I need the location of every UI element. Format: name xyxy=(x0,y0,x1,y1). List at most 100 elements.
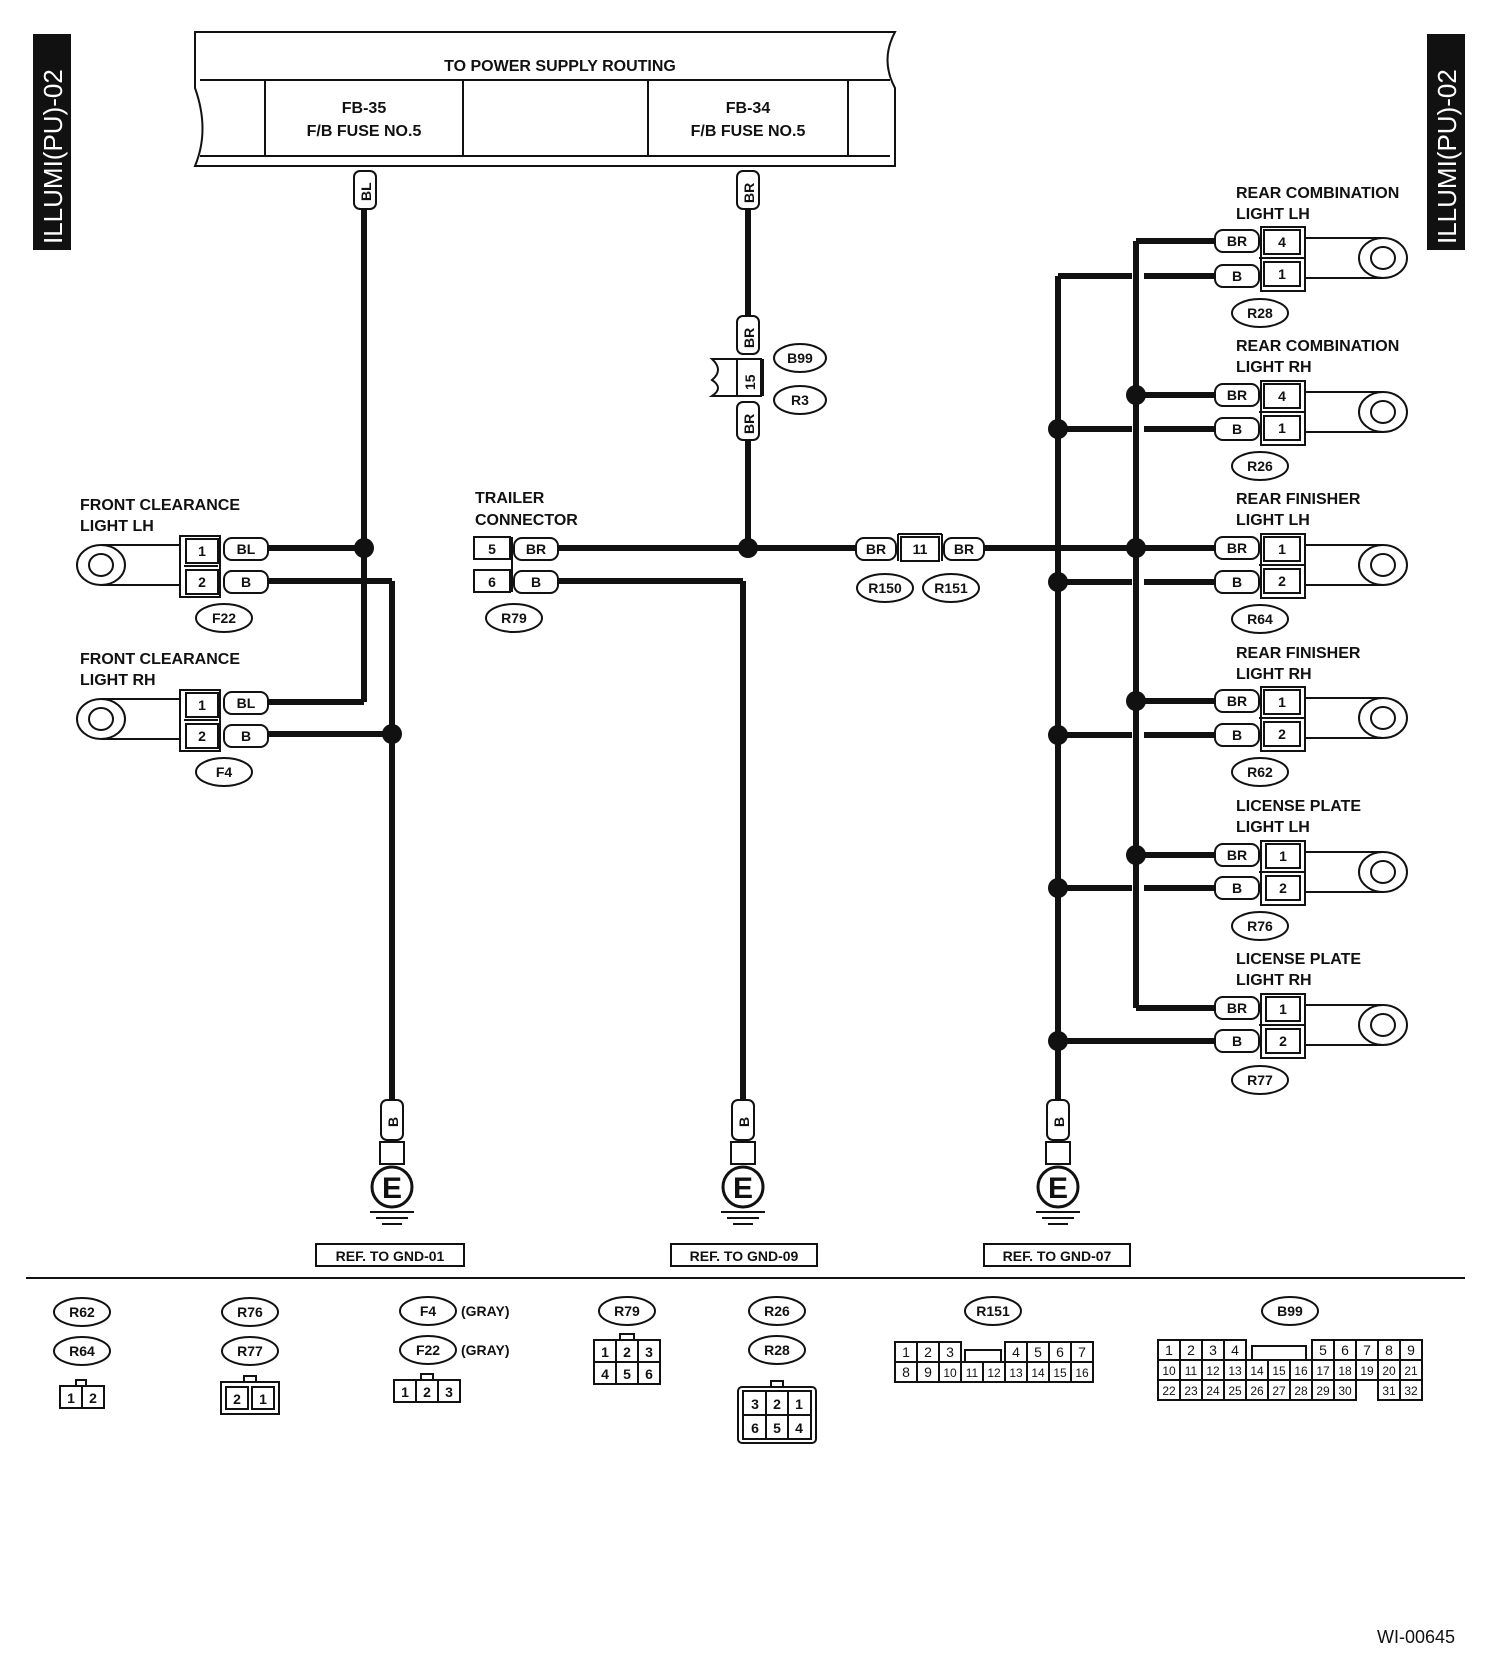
pin-cell xyxy=(1333,1379,1357,1401)
pin-label: 15 xyxy=(1053,1366,1067,1380)
svg-text:3: 3 xyxy=(751,1396,759,1412)
svg-text:BR: BR xyxy=(1227,693,1247,709)
svg-text:R77: R77 xyxy=(237,1343,263,1359)
svg-text:5: 5 xyxy=(773,1420,781,1436)
svg-text:4: 4 xyxy=(1278,234,1286,250)
pin-label: 17 xyxy=(1316,1364,1330,1378)
code-r150: R150 xyxy=(868,580,902,596)
pin-label: 24 xyxy=(1206,1384,1220,1398)
svg-text:FRONT CLEARANCE: FRONT CLEARANCE xyxy=(80,497,240,514)
svg-text:3: 3 xyxy=(645,1344,653,1360)
trailer-connector: TRAILER CONNECTOR 5 6 BR B R79 xyxy=(473,490,578,633)
svg-text:BR: BR xyxy=(741,414,757,434)
pin-label: 14 xyxy=(1031,1366,1045,1380)
connector-latch xyxy=(1251,1345,1307,1361)
svg-text:BR: BR xyxy=(526,541,546,557)
pin-label: 15 xyxy=(1272,1364,1286,1378)
svg-text:BR: BR xyxy=(866,541,886,557)
license-plate-light-lh: LICENSE PLATE LIGHT LH BR B 1 2 R76 xyxy=(1214,798,1408,941)
pin-label: 29 xyxy=(1316,1384,1330,1398)
svg-text:LICENSE PLATE: LICENSE PLATE xyxy=(1236,798,1361,815)
svg-text:REAR COMBINATION: REAR COMBINATION xyxy=(1236,338,1399,355)
svg-text:B: B xyxy=(241,574,251,590)
pin-label: 14 xyxy=(1250,1364,1264,1378)
pin-label: 20 xyxy=(1382,1364,1396,1378)
pin-cell xyxy=(1399,1379,1423,1401)
svg-text:BR: BR xyxy=(1227,847,1247,863)
svg-text:R26: R26 xyxy=(764,1303,790,1319)
pin-label: 12 xyxy=(1206,1364,1220,1378)
svg-text:2: 2 xyxy=(1279,880,1287,896)
rear-combination-light-lh: REAR COMBINATION LIGHT LH BR B 4 1 R28 xyxy=(1214,185,1408,328)
svg-text:1: 1 xyxy=(601,1344,609,1360)
svg-text:B: B xyxy=(1232,268,1242,284)
svg-text:11: 11 xyxy=(913,541,928,557)
pin-label: 28 xyxy=(1294,1384,1308,1398)
svg-text:2: 2 xyxy=(198,574,206,590)
pin-label: 6 xyxy=(1341,1342,1349,1358)
svg-text:BR: BR xyxy=(741,183,757,203)
fuse-right-name: F/B FUSE NO.5 xyxy=(691,123,806,140)
svg-text:2: 2 xyxy=(423,1384,431,1400)
pin-label: 2 xyxy=(1187,1342,1195,1358)
pin-label: 2 xyxy=(924,1344,932,1360)
svg-text:BR: BR xyxy=(1227,233,1247,249)
svg-text:LIGHT LH: LIGHT LH xyxy=(1236,819,1310,836)
svg-text:2: 2 xyxy=(89,1390,97,1406)
pin-label: 18 xyxy=(1338,1364,1352,1378)
svg-text:BL: BL xyxy=(358,182,374,201)
svg-text:(GRAY): (GRAY) xyxy=(461,1342,510,1358)
svg-text:2: 2 xyxy=(198,728,206,744)
pin-label: 26 xyxy=(1250,1384,1264,1398)
legend-r26-r28: R26 R28 3 2 1 6 5 4 xyxy=(737,1296,817,1444)
fuse-left-name: F/B FUSE NO.5 xyxy=(307,123,422,140)
svg-text:2: 2 xyxy=(1278,726,1286,742)
pin-label: 12 xyxy=(987,1366,1001,1380)
svg-text:15: 15 xyxy=(742,374,758,390)
svg-text:1: 1 xyxy=(1278,420,1286,436)
svg-text:LIGHT RH: LIGHT RH xyxy=(1236,666,1312,683)
code-r77: R77 xyxy=(1247,1072,1273,1088)
pin-label: 13 xyxy=(1009,1366,1023,1380)
svg-text:R62: R62 xyxy=(69,1304,95,1320)
side-tab-right: ILLUMI(PU)-02 xyxy=(1427,34,1465,250)
svg-text:BR: BR xyxy=(1227,387,1247,403)
pin-label: 10 xyxy=(943,1366,957,1380)
svg-text:1: 1 xyxy=(1279,1001,1287,1017)
legend-f4-f22: F4 (GRAY) F22 (GRAY) 1 2 3 xyxy=(393,1296,510,1403)
svg-text:1: 1 xyxy=(795,1396,803,1412)
svg-text:1: 1 xyxy=(198,697,206,713)
pin-label: 25 xyxy=(1228,1384,1242,1398)
code-r79: R79 xyxy=(501,610,527,626)
svg-text:BL: BL xyxy=(237,541,256,557)
svg-text:LIGHT RH: LIGHT RH xyxy=(80,672,156,689)
svg-text:R64: R64 xyxy=(69,1343,95,1359)
svg-text:B: B xyxy=(1232,727,1242,743)
figure-id: WI-00645 xyxy=(1377,1627,1455,1647)
code-r151: R151 xyxy=(934,580,968,596)
wire-tag-bl-top: BL xyxy=(353,170,377,210)
svg-text:FRONT CLEARANCE: FRONT CLEARANCE xyxy=(80,651,240,668)
pin-label: 8 xyxy=(1385,1342,1393,1358)
side-tab-left: ILLUMI(PU)-02 xyxy=(33,34,71,250)
pin-label: 22 xyxy=(1162,1384,1176,1398)
legend-r62-r64: R62 R64 1 2 xyxy=(53,1297,111,1409)
svg-text:1: 1 xyxy=(1278,541,1286,557)
svg-text:R76: R76 xyxy=(237,1304,263,1320)
fuse-left-code: FB-35 xyxy=(342,100,387,117)
ground-gnd-07: B E REF. TO GND-07 xyxy=(983,1099,1131,1267)
svg-text:R79: R79 xyxy=(614,1303,640,1319)
svg-text:1: 1 xyxy=(1279,848,1287,864)
license-plate-light-rh: LICENSE PLATE LIGHT RH BR B 1 2 R77 xyxy=(1214,951,1408,1095)
rear-finisher-light-lh: REAR FINISHER LIGHT LH BR B 1 2 R64 xyxy=(1214,491,1408,634)
svg-text:BL: BL xyxy=(237,695,256,711)
svg-text:REAR FINISHER: REAR FINISHER xyxy=(1236,645,1361,662)
wire-tag-br-top: BR xyxy=(736,170,760,210)
svg-text:LICENSE PLATE: LICENSE PLATE xyxy=(1236,951,1361,968)
svg-text:BR: BR xyxy=(741,328,757,348)
gnd-01-ref: REF. TO GND-01 xyxy=(336,1248,445,1264)
svg-text:LIGHT LH: LIGHT LH xyxy=(1236,206,1310,223)
